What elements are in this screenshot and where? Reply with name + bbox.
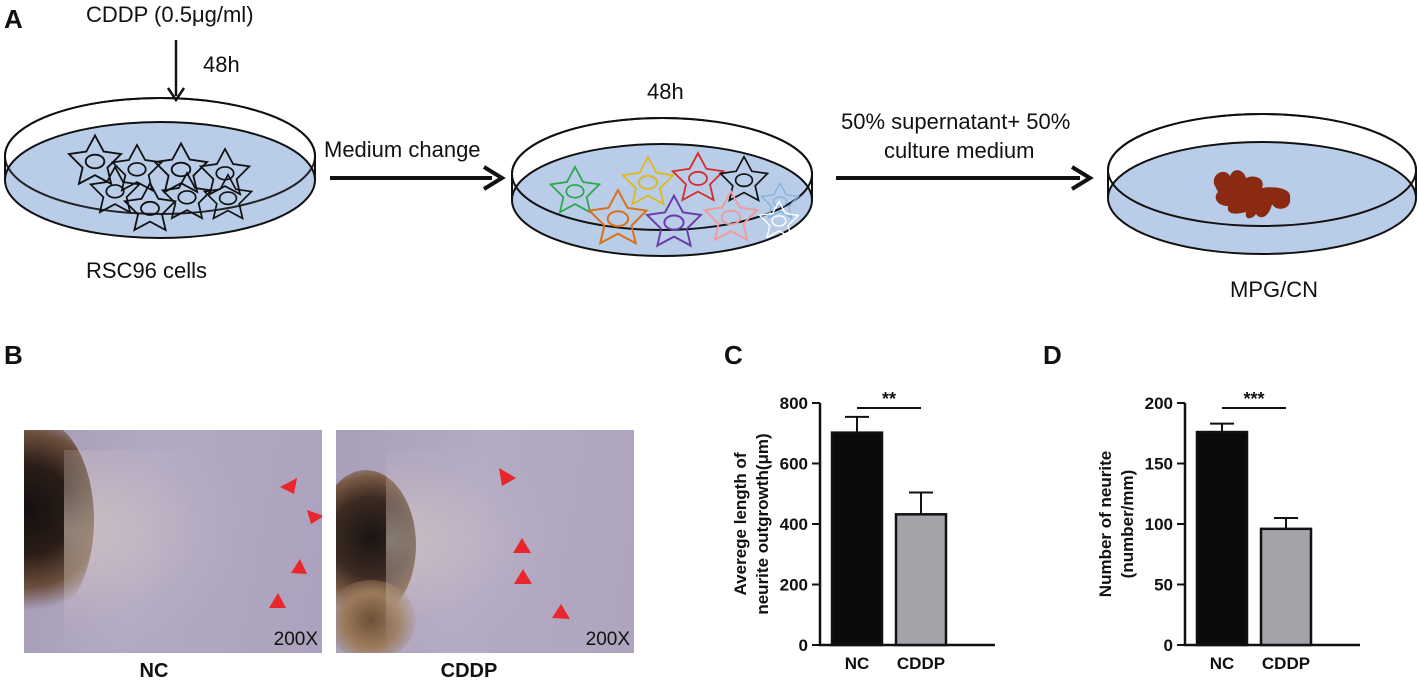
y-tick-label: 400 <box>780 515 808 534</box>
nc-arrowheads <box>269 478 322 608</box>
bar-cddp <box>1259 527 1313 647</box>
magnification-nc: 200X <box>273 629 318 650</box>
panel-letter-c: C <box>724 340 743 370</box>
y-tick-label: 0 <box>1164 636 1173 655</box>
micrograph-cddp: 200X <box>336 430 634 653</box>
y-tick-label: 0 <box>799 636 808 655</box>
y-tick-label: 200 <box>1145 394 1173 413</box>
panel-letter-b: B <box>4 340 23 370</box>
micrograph-label-nc: NC <box>139 660 169 682</box>
panel-letter-a: A <box>4 4 23 34</box>
supernatant-label-line1: 50% supernatant+ 50% <box>841 109 1071 134</box>
arrowhead-marker <box>514 569 532 584</box>
bar-nc <box>1195 430 1249 647</box>
bar-nc <box>830 431 884 647</box>
y-tick-label: 100 <box>1145 515 1173 534</box>
panel-letter-d: D <box>1043 340 1062 370</box>
y-tick-label: 600 <box>780 455 808 474</box>
cddp-arrowheads <box>499 468 570 619</box>
treatment-time-label: 48h <box>203 52 240 77</box>
arrowhead-marker <box>552 604 570 619</box>
y-tick-label: 50 <box>1154 576 1173 595</box>
arrowhead-marker <box>513 538 531 553</box>
arrowhead-marker <box>291 559 307 574</box>
arrowhead-marker <box>499 468 516 486</box>
bar-cddp <box>894 513 948 647</box>
y-tick-label: 800 <box>780 394 808 413</box>
x-tick-label: CDDP <box>1262 654 1310 673</box>
mpg-tissue <box>1213 170 1291 219</box>
significance-label: ** <box>882 389 896 409</box>
arrowhead-marker <box>280 478 297 494</box>
culture-dish-1 <box>4 97 316 239</box>
y-tick-label: 200 <box>780 576 808 595</box>
medium-change-label: Medium change <box>324 137 481 162</box>
y-tick-label: 150 <box>1145 455 1173 474</box>
significance-label: *** <box>1243 389 1264 409</box>
cells-label: RSC96 cells <box>86 258 208 283</box>
x-tick-label: NC <box>1210 654 1235 673</box>
incubation-time-label: 48h <box>647 79 684 104</box>
arrowhead-marker <box>269 593 286 608</box>
supernatant-label-line2: culture medium <box>884 138 1035 163</box>
micrograph-label-cddp: CDDP <box>440 660 498 682</box>
x-tick-label: CDDP <box>897 654 945 673</box>
micrograph-nc: 200X <box>24 430 322 653</box>
treatment-label: CDDP (0.5μg/ml) <box>86 2 254 27</box>
y-axis-label: Number of neurite(number/mm) <box>1096 451 1137 597</box>
workflow-schematic <box>4 40 1417 257</box>
target-tissue-label: MPG/CN <box>1230 277 1318 302</box>
arrowhead-marker <box>307 510 322 524</box>
x-tick-label: NC <box>845 654 870 673</box>
magnification-cddp: 200X <box>585 629 630 650</box>
